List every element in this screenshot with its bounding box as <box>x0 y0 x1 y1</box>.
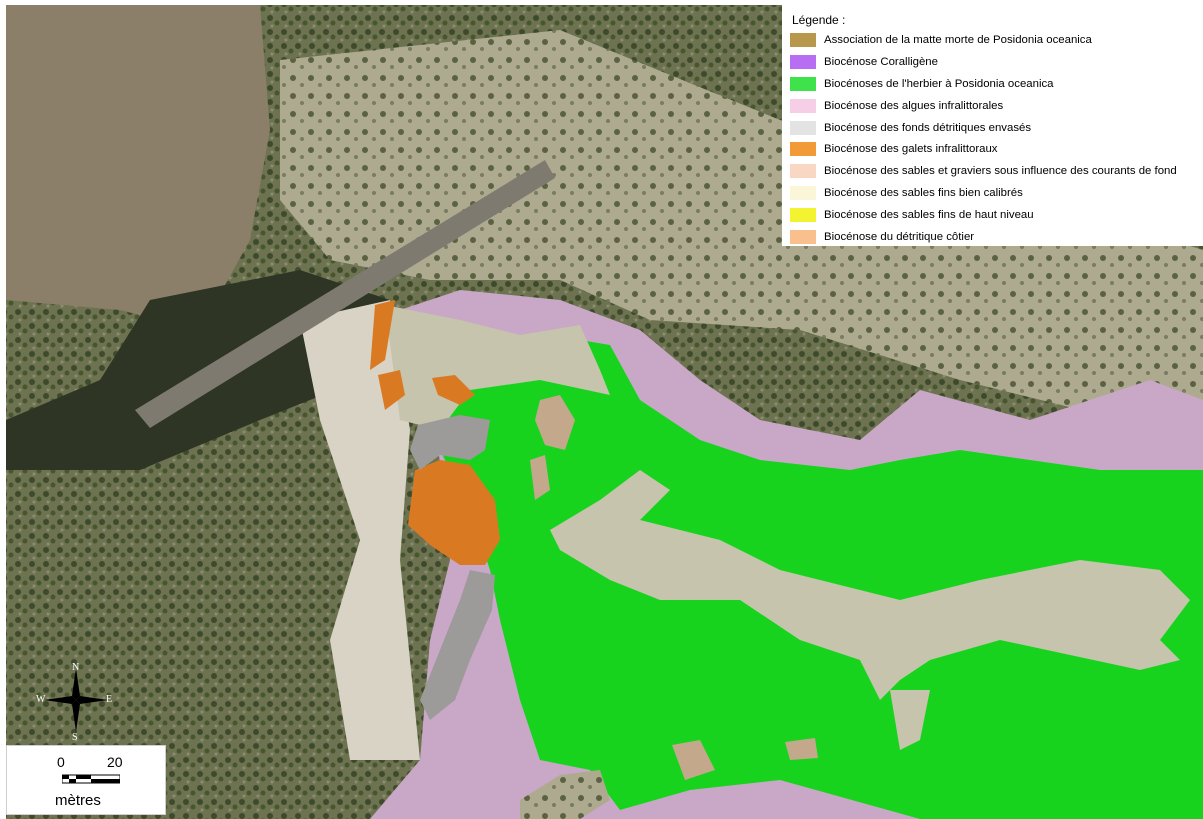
legend-label: Biocénose des algues infralittorales <box>824 99 1004 112</box>
legend-swatch <box>790 120 816 135</box>
east-label: E <box>106 694 112 705</box>
legend-item: Biocénose des sables et graviers sous in… <box>790 160 1195 182</box>
zone-galets-4[interactable] <box>408 460 500 565</box>
legend-label: Biocénose du détritique côtier <box>824 230 975 243</box>
legend-swatch <box>790 142 816 157</box>
legend-label: Biocénose des sables fins de haut niveau <box>824 209 1034 222</box>
headland-rocks <box>520 770 610 819</box>
legend-swatch <box>790 98 816 113</box>
breakwater <box>420 570 495 720</box>
legend-item: Biocénose des sables fins bien calibrés <box>790 182 1195 204</box>
town-area <box>6 5 270 330</box>
scale-unit-label: mètres <box>55 792 101 809</box>
rocky-slope <box>280 30 1203 440</box>
legend-item: Biocénose des algues infralittorales <box>790 95 1195 117</box>
legend-label: Biocénose des sables et graviers sous in… <box>824 165 1177 178</box>
legend-item: Biocénoses de l'herbier à Posidonia ocea… <box>790 73 1195 95</box>
north-arrow-icon: N S E W <box>36 662 112 740</box>
legend-item: Biocénose des galets infralittoraux <box>790 138 1195 160</box>
zone-matte-morte-2[interactable] <box>530 455 550 500</box>
zone-matte-morte-1[interactable] <box>535 395 575 450</box>
legend-label: Biocénose des galets infralittoraux <box>824 143 998 156</box>
legend-title: Légende : <box>792 13 846 27</box>
legend-label: Biocénose Coralligène <box>824 55 938 68</box>
jetty <box>410 415 490 470</box>
scale-bar-box: 0 20 mètres <box>6 745 166 815</box>
scale-min-label: 0 <box>57 754 65 770</box>
railway-viaduct <box>135 160 555 428</box>
zone-matte-morte-4[interactable] <box>785 738 818 760</box>
legend-item: Biocénose Coralligène <box>790 51 1195 73</box>
south-label: S <box>72 732 78 740</box>
legend-swatch <box>790 32 816 47</box>
legend-swatch <box>790 208 816 223</box>
legend-items: Association de la matte morte de Posidon… <box>790 29 1195 248</box>
beach-area <box>300 300 420 760</box>
zone-herbier-posidonia[interactable] <box>440 340 1203 819</box>
legend-swatch <box>790 229 816 244</box>
zone-galets-2[interactable] <box>378 370 405 410</box>
zone-galets-1[interactable] <box>370 300 395 370</box>
legend-label: Biocénoses de l'herbier à Posidonia ocea… <box>824 77 1054 90</box>
legend-item: Biocénose des fonds détritiques envasés <box>790 117 1195 139</box>
map-legend: Légende : Association de la matte morte … <box>782 5 1203 246</box>
legend-label: Biocénose des sables fins bien calibrés <box>824 187 1023 200</box>
north-label: N <box>72 662 79 673</box>
legend-swatch <box>790 54 816 69</box>
zone-fonds-envases-3[interactable] <box>890 690 930 750</box>
west-label: W <box>36 694 46 705</box>
scale-bar <box>62 774 120 784</box>
legend-label: Association de la matte morte de Posidon… <box>824 33 1092 46</box>
zone-fonds-envases-1[interactable] <box>385 305 610 430</box>
legend-swatch <box>790 186 816 201</box>
legend-item: Association de la matte morte de Posidon… <box>790 29 1195 51</box>
zone-fonds-envases-2[interactable] <box>550 470 1190 700</box>
legend-item: Biocénose du détritique côtier <box>790 226 1195 248</box>
zone-galets-3[interactable] <box>432 375 475 405</box>
legend-swatch <box>790 164 816 179</box>
zone-matte-morte-3[interactable] <box>672 740 715 780</box>
legend-swatch <box>790 76 816 91</box>
scale-max-label: 20 <box>107 754 123 770</box>
legend-label: Biocénose des fonds détritiques envasés <box>824 121 1032 134</box>
legend-item: Biocénose des sables fins de haut niveau <box>790 204 1195 226</box>
